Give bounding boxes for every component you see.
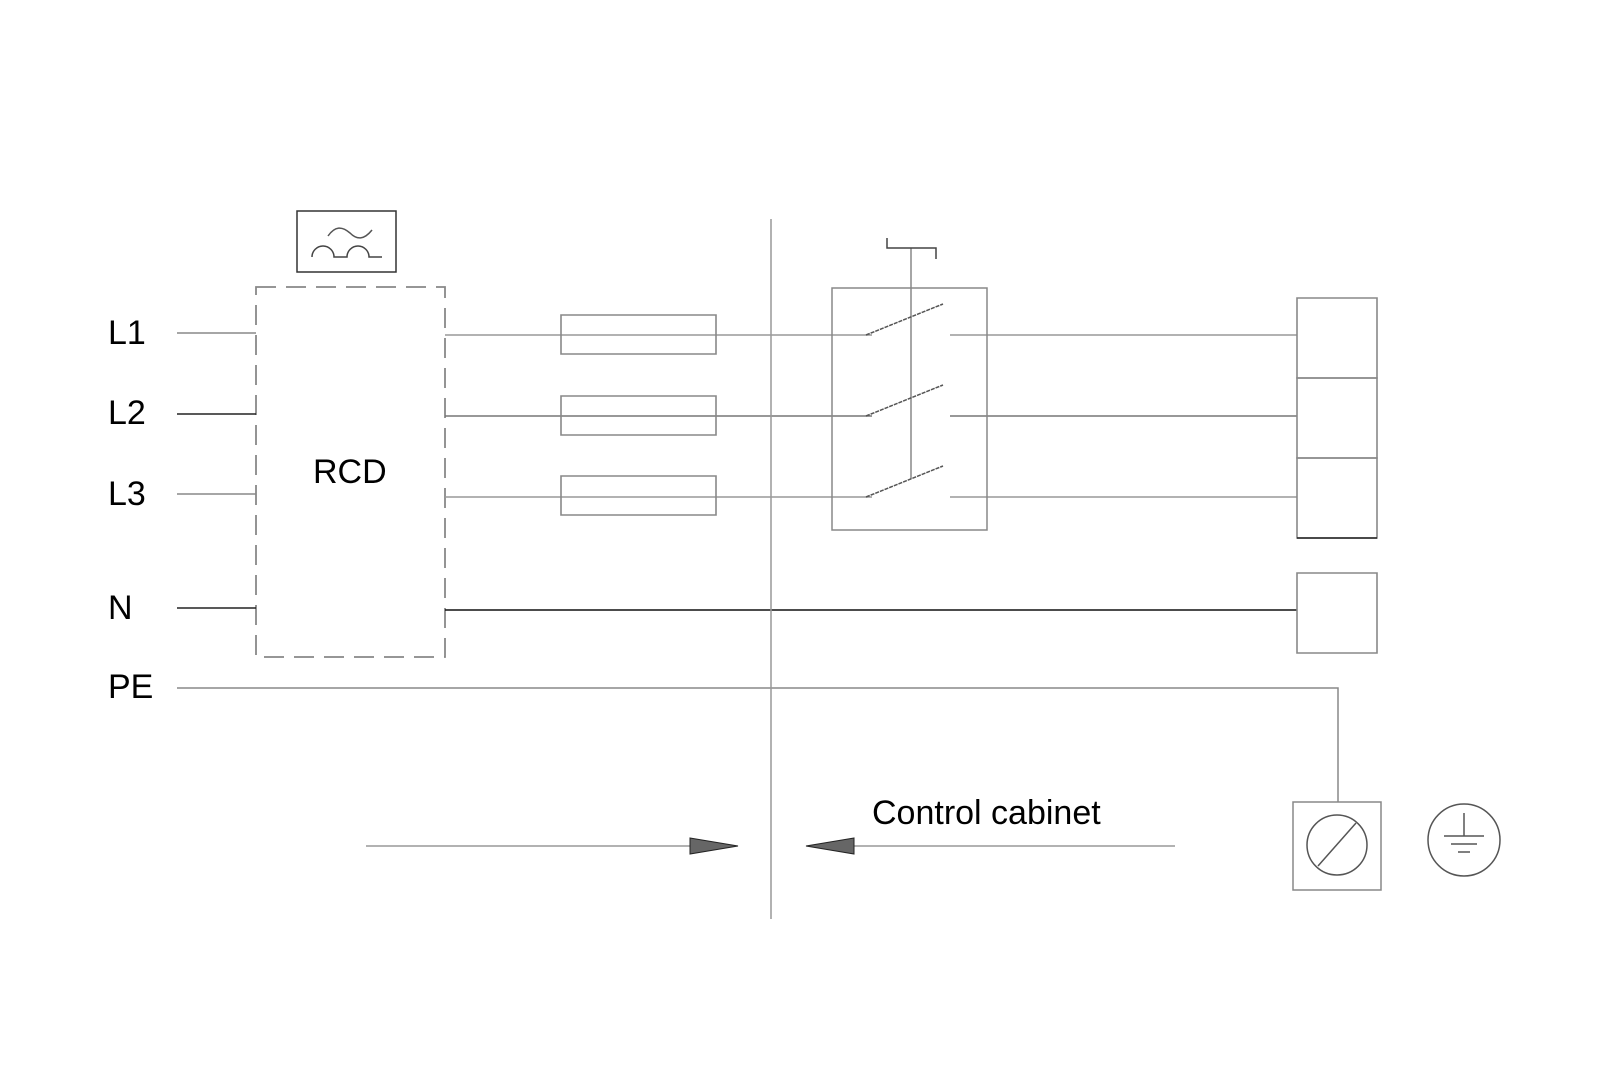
earth-icon xyxy=(1428,804,1500,876)
fuses xyxy=(561,315,716,515)
label-l3: L3 xyxy=(108,475,146,513)
phase-wires xyxy=(445,335,1297,497)
pulsating-dc-icon xyxy=(312,246,382,257)
terminal-l3 xyxy=(1297,458,1377,538)
fuse-l2 xyxy=(561,396,716,435)
rcd-type-symbol xyxy=(297,211,396,272)
screw-slot-icon xyxy=(1318,823,1356,866)
terminal-n xyxy=(1297,573,1377,653)
control-cabinet-label: Control cabinet xyxy=(872,794,1101,832)
input-wires xyxy=(177,333,256,608)
label-l2: L2 xyxy=(108,394,146,432)
switch-handle-icon xyxy=(887,238,936,259)
terminal-l2 xyxy=(1297,378,1377,458)
rcd-label: RCD xyxy=(313,453,387,491)
arrow-left-pointing-icon xyxy=(806,838,854,854)
label-pe: PE xyxy=(108,668,154,706)
boundary-arrows xyxy=(366,838,1175,854)
label-n: N xyxy=(108,589,133,627)
main-switch xyxy=(832,238,987,530)
switch-contact-l1 xyxy=(866,304,943,335)
switch-contact-l3 xyxy=(866,466,943,497)
ac-wave-icon xyxy=(328,228,372,238)
main-switch-box xyxy=(832,288,987,530)
wire-pe xyxy=(177,688,1338,802)
fuse-l1 xyxy=(561,315,716,354)
switch-contact-l2 xyxy=(866,385,943,416)
fuse-l3 xyxy=(561,476,716,515)
label-l1: L1 xyxy=(108,314,146,352)
pe-terminal xyxy=(1293,802,1381,890)
rcd-box xyxy=(256,287,445,657)
terminal-blocks xyxy=(1297,298,1377,653)
arrow-right-pointing-icon xyxy=(690,838,738,854)
terminal-l1 xyxy=(1297,298,1377,378)
